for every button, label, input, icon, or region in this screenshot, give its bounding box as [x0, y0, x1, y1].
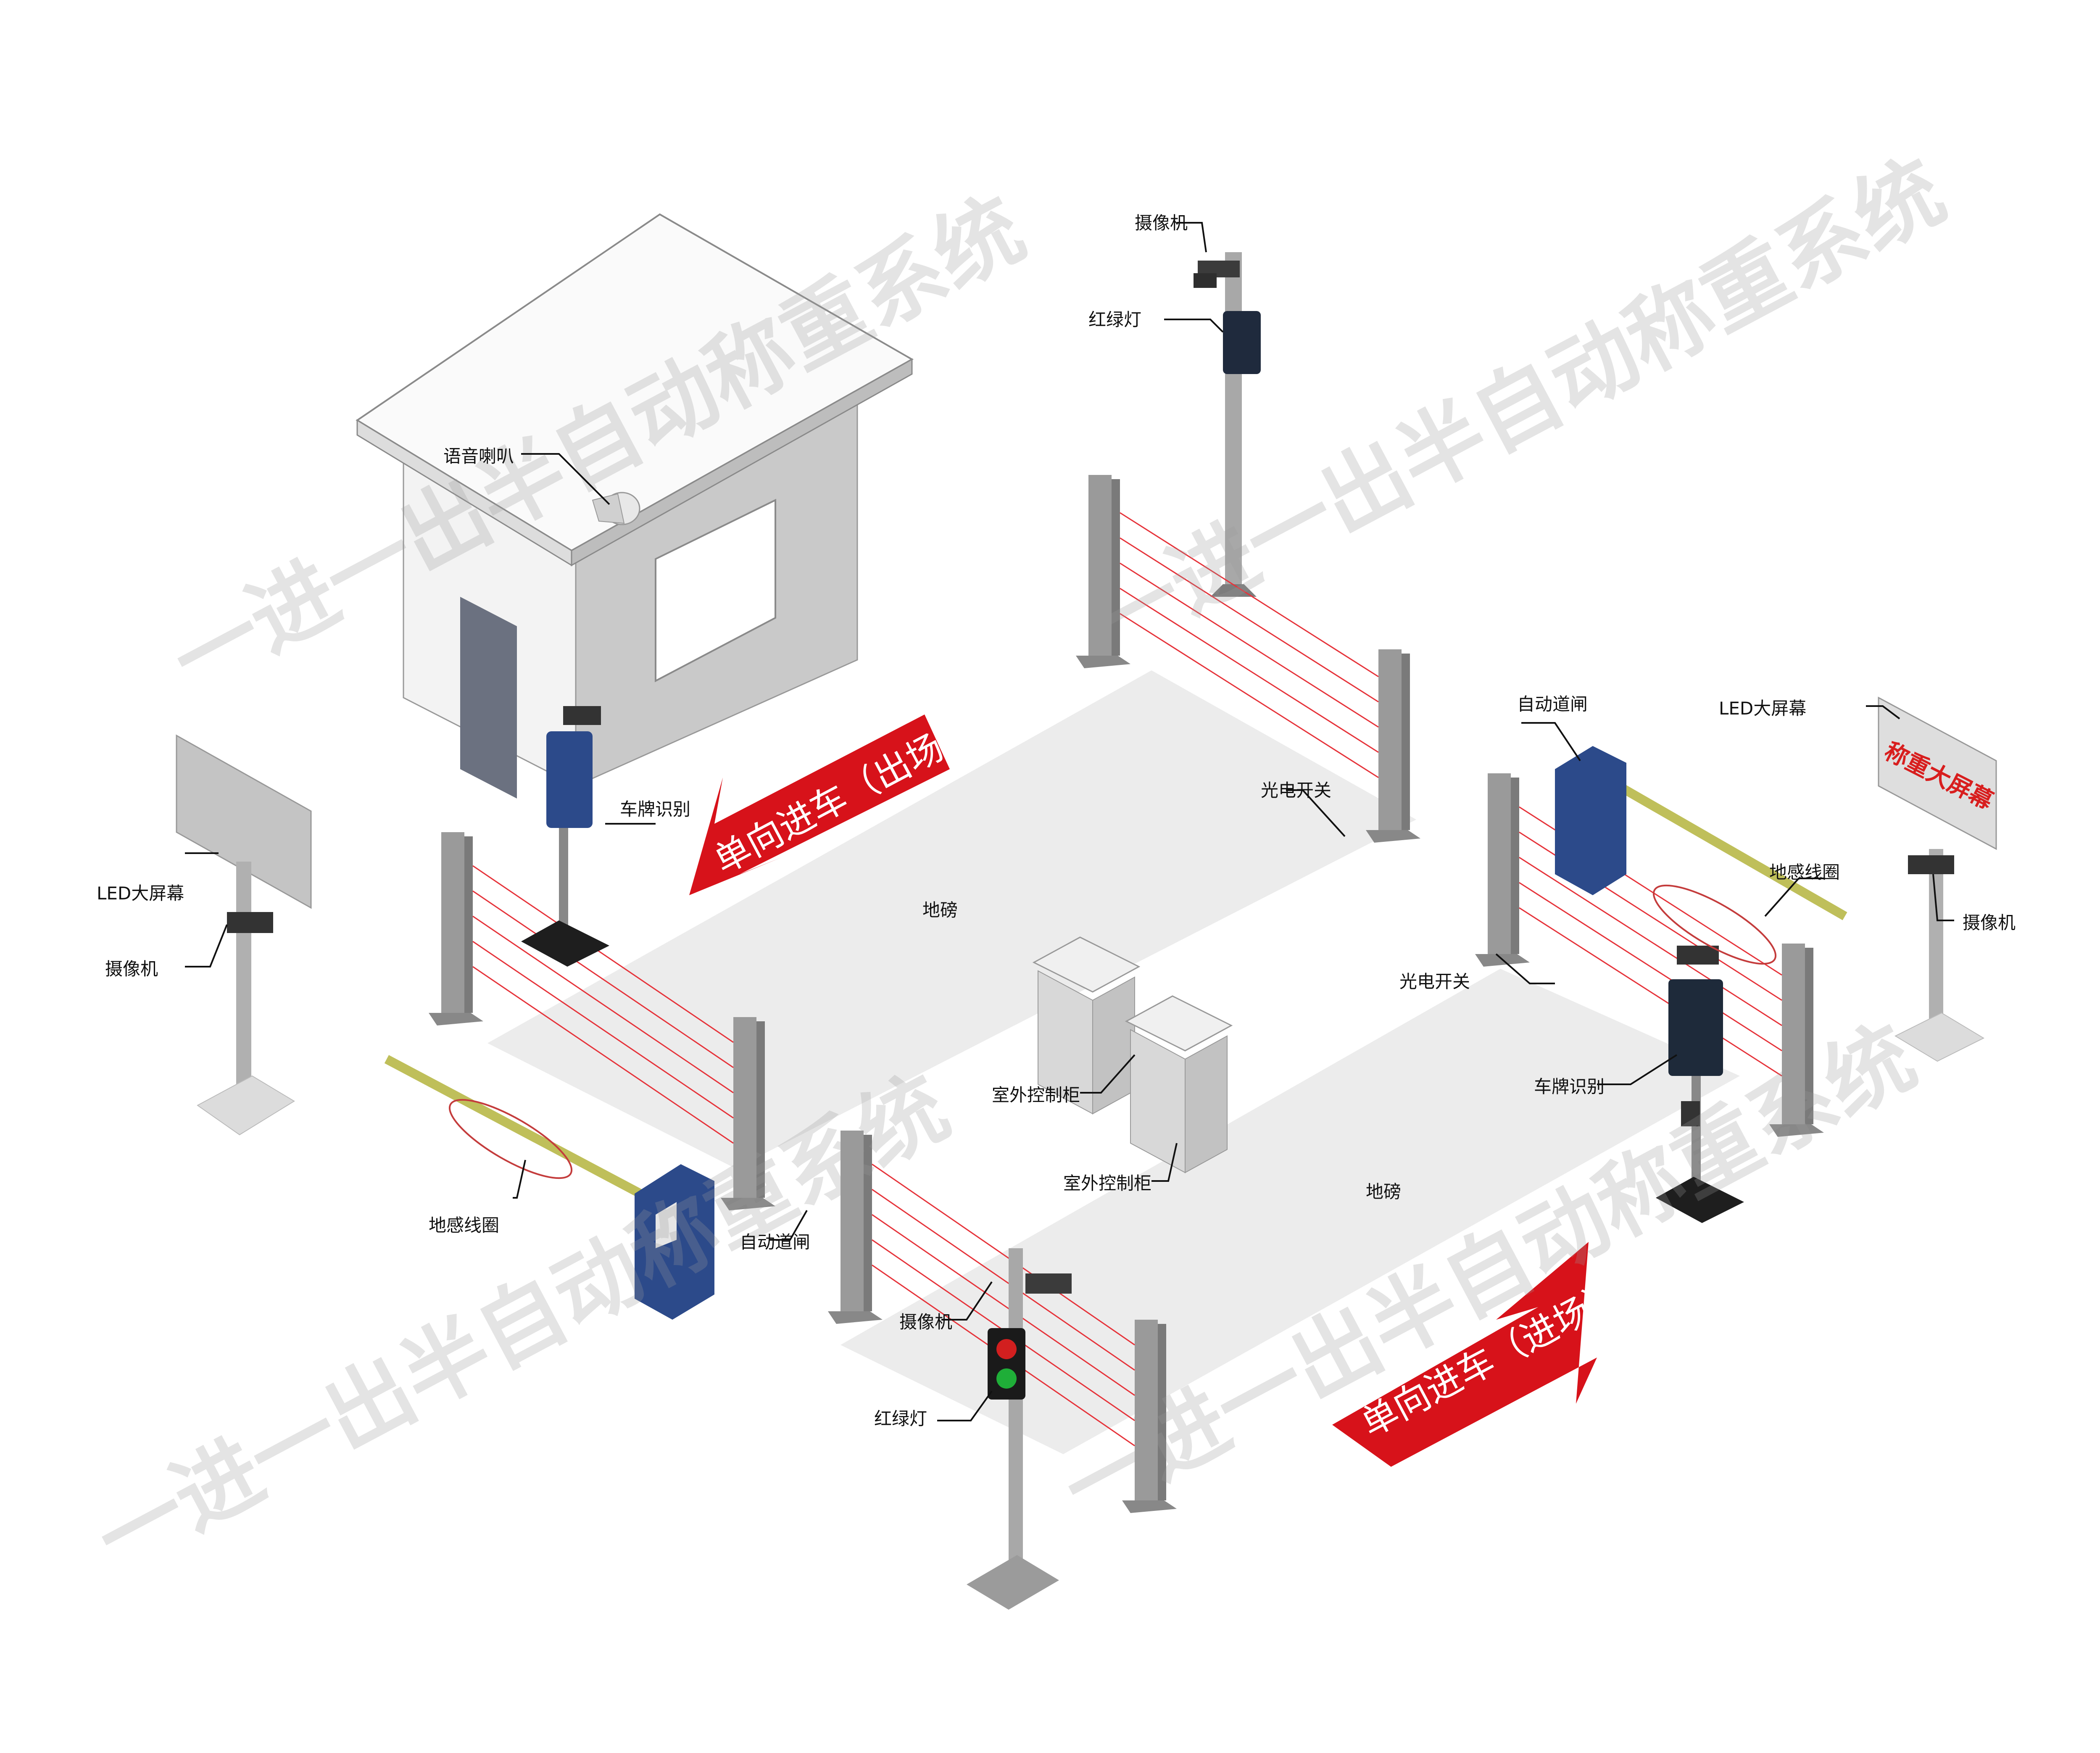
pole-bottom	[967, 1248, 1059, 1610]
photo-post-5	[1475, 773, 1530, 967]
label-scale-1: 地磅	[922, 900, 958, 920]
photo-post-7	[828, 1131, 883, 1324]
label-traffic-top: 红绿灯	[1088, 309, 1141, 330]
label-loop-right: 地感线圈	[1769, 862, 1840, 883]
photo-post-6	[1769, 944, 1824, 1137]
photo-post-2	[1366, 649, 1420, 843]
guard-house	[356, 213, 914, 799]
traffic-light-icon-top	[1223, 311, 1261, 374]
label-plate-right: 车牌识别	[1534, 1076, 1605, 1097]
ground-loop-left	[448, 1099, 573, 1179]
led-screen-left	[176, 734, 312, 1136]
label-camera-top: 摄像机	[1135, 213, 1188, 233]
label-photo-right: 光电开关	[1399, 971, 1470, 992]
beam-lines-top	[472, 512, 1379, 1144]
label-led-left: LED大屏幕	[97, 883, 184, 904]
plate-recognition-right	[1656, 946, 1744, 1223]
ground-loop-right	[1652, 884, 1777, 965]
camera-icon-bottom	[1025, 1273, 1072, 1294]
label-gate-right: 自动道闸	[1517, 694, 1588, 714]
label-camera-right: 摄像机	[1963, 912, 2016, 933]
label-loop-left: 地感线圈	[429, 1215, 499, 1236]
label-photo-top: 光电开关	[1261, 780, 1331, 801]
label-plate-left: 车牌识别	[620, 799, 690, 820]
weighbridge-platform-bottom	[841, 969, 1740, 1454]
photo-post-4	[721, 1017, 775, 1210]
plate-recognition-left	[521, 706, 609, 967]
watermark-3: 一进一出半自动称重系统	[80, 1057, 964, 1590]
photo-post-8	[1122, 1320, 1177, 1513]
leader-lines	[185, 222, 1954, 1421]
photo-post-3	[429, 832, 483, 1025]
camera-icon-left	[227, 912, 273, 933]
barrier-gate-left	[384, 1055, 714, 1320]
camera-icon-top	[1194, 261, 1240, 288]
label-cabinet-2: 室外控制柜	[1063, 1173, 1151, 1194]
barrier-gate-right	[1555, 746, 1847, 920]
label-cabinet-1: 室外控制柜	[992, 1085, 1080, 1105]
pole-top	[1210, 252, 1257, 597]
control-cabinet-1	[1032, 936, 1141, 1115]
label-camera-bottom: 摄像机	[899, 1312, 952, 1332]
photo-post-1	[1076, 475, 1130, 668]
label-traffic-bottom: 红绿灯	[874, 1408, 927, 1429]
label-gate-left: 自动道闸	[740, 1232, 810, 1252]
watermark-2: 一进一出半自动称重系统	[1076, 140, 1960, 674]
weighbridge-platform-top	[487, 670, 1416, 1168]
led-screen-right: 称重大屏幕	[1878, 696, 1998, 1062]
traffic-light-icon-bottom	[988, 1328, 1025, 1400]
label-speaker: 语音喇叭	[443, 446, 514, 467]
speaker-icon	[592, 492, 640, 525]
camera-icon-right	[1908, 855, 1954, 874]
label-scale-2: 地磅	[1366, 1181, 1401, 1202]
label-led-right: LED大屏幕	[1719, 698, 1806, 719]
label-camera-left: 摄像机	[105, 959, 158, 979]
control-cabinet-2	[1125, 995, 1233, 1173]
